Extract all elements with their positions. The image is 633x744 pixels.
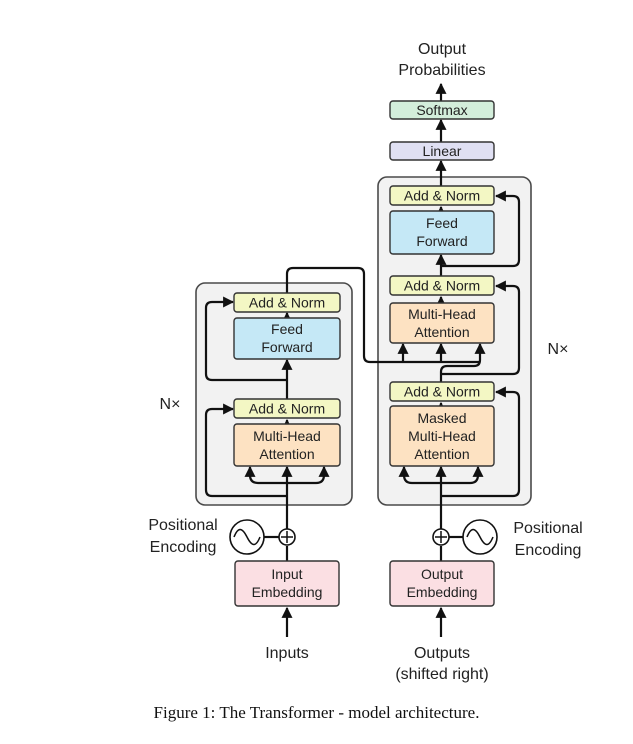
attention-label-line2: Attention bbox=[414, 324, 469, 340]
feed-forward-box bbox=[389, 210, 495, 255]
add-norm-box bbox=[389, 381, 495, 402]
outputs-label-line1: Outputs bbox=[414, 645, 470, 662]
add-norm-box bbox=[389, 185, 495, 206]
attention-box bbox=[389, 302, 495, 344]
masked-attention-line3: Attention bbox=[414, 446, 469, 462]
attention-label-line1: Multi-Head bbox=[408, 306, 476, 322]
add-norm-box bbox=[233, 398, 341, 419]
feed-forward-box bbox=[233, 317, 341, 360]
figure-caption: Figure 1: The Transformer - model archit… bbox=[153, 703, 480, 722]
add-norm-label: Add & Norm bbox=[249, 295, 325, 311]
decoder-add-norm-top: Add & Norm bbox=[389, 185, 495, 206]
decoder-positional-encoding bbox=[432, 519, 498, 555]
add-norm-label: Add & Norm bbox=[249, 401, 325, 417]
softmax-box bbox=[389, 100, 495, 120]
masked-attention-line2: Multi-Head bbox=[408, 428, 476, 444]
inputs-label: Inputs bbox=[265, 645, 309, 662]
output-embedding: Output Embedding bbox=[389, 560, 495, 607]
add-norm-box bbox=[233, 292, 341, 313]
decoder-multi-head-attention: Multi-Head Attention bbox=[389, 302, 495, 344]
decoder-positional-label-line1: Positional bbox=[513, 520, 582, 537]
softmax-label: Softmax bbox=[416, 102, 467, 118]
encoder-add-norm-top: Add & Norm bbox=[233, 292, 341, 313]
decoder-feed-forward: Feed Forward bbox=[389, 210, 495, 255]
encoder-positional-label-line2: Encoding bbox=[150, 539, 217, 556]
encoder-positional-encoding bbox=[229, 519, 296, 555]
output-probabilities-line2: Probabilities bbox=[398, 62, 485, 79]
feed-forward-label-line1: Feed bbox=[271, 321, 303, 337]
decoder-add-norm-bottom: Add & Norm bbox=[389, 381, 495, 402]
masked-attention-line1: Masked bbox=[417, 410, 466, 426]
input-embedding-box bbox=[234, 560, 340, 607]
transformer-diagram: Add & Norm Feed Forward Add & Norm Multi… bbox=[148, 41, 582, 683]
softmax-block: Softmax bbox=[389, 100, 495, 120]
linear-box bbox=[389, 141, 495, 161]
decoder-masked-attention: Masked Multi-Head Attention bbox=[389, 405, 495, 467]
attention-label-line1: Multi-Head bbox=[253, 428, 321, 444]
decoder-connections bbox=[398, 82, 521, 637]
encoder-connections bbox=[204, 266, 480, 637]
add-norm-label: Add & Norm bbox=[404, 188, 480, 204]
linear-block: Linear bbox=[389, 141, 495, 161]
decoder-add-norm-middle: Add & Norm bbox=[389, 275, 495, 296]
output-embedding-line2: Embedding bbox=[407, 584, 478, 600]
linear-label: Linear bbox=[423, 143, 462, 159]
decoder-nx-label: N× bbox=[548, 341, 569, 358]
add-norm-label: Add & Norm bbox=[404, 384, 480, 400]
encoder-stack bbox=[195, 282, 353, 506]
masked-attention-box bbox=[389, 405, 495, 467]
encoder-positional-label-line1: Positional bbox=[148, 517, 217, 534]
outputs-label-line2: (shifted right) bbox=[395, 666, 488, 683]
feed-forward-label-line2: Forward bbox=[416, 233, 467, 249]
add-norm-label: Add & Norm bbox=[404, 278, 480, 294]
encoder-nx-label: N× bbox=[160, 396, 181, 413]
encoder-feed-forward: Feed Forward bbox=[233, 317, 341, 360]
feed-forward-label-line2: Forward bbox=[261, 339, 312, 355]
input-embedding-line2: Embedding bbox=[252, 584, 323, 600]
decoder-positional-label-line2: Encoding bbox=[515, 542, 582, 559]
attention-box bbox=[233, 423, 341, 467]
encoder-multi-head-attention: Multi-Head Attention bbox=[233, 423, 341, 467]
output-embedding-box bbox=[389, 560, 495, 607]
feed-forward-label-line1: Feed bbox=[426, 215, 458, 231]
add-norm-box bbox=[389, 275, 495, 296]
encoder-add-norm-bottom: Add & Norm bbox=[233, 398, 341, 419]
input-embedding-line1: Input bbox=[271, 566, 302, 582]
input-embedding: Input Embedding bbox=[234, 560, 340, 607]
output-probabilities-line1: Output bbox=[418, 41, 467, 58]
attention-label-line2: Attention bbox=[259, 446, 314, 462]
output-embedding-line1: Output bbox=[421, 566, 463, 582]
